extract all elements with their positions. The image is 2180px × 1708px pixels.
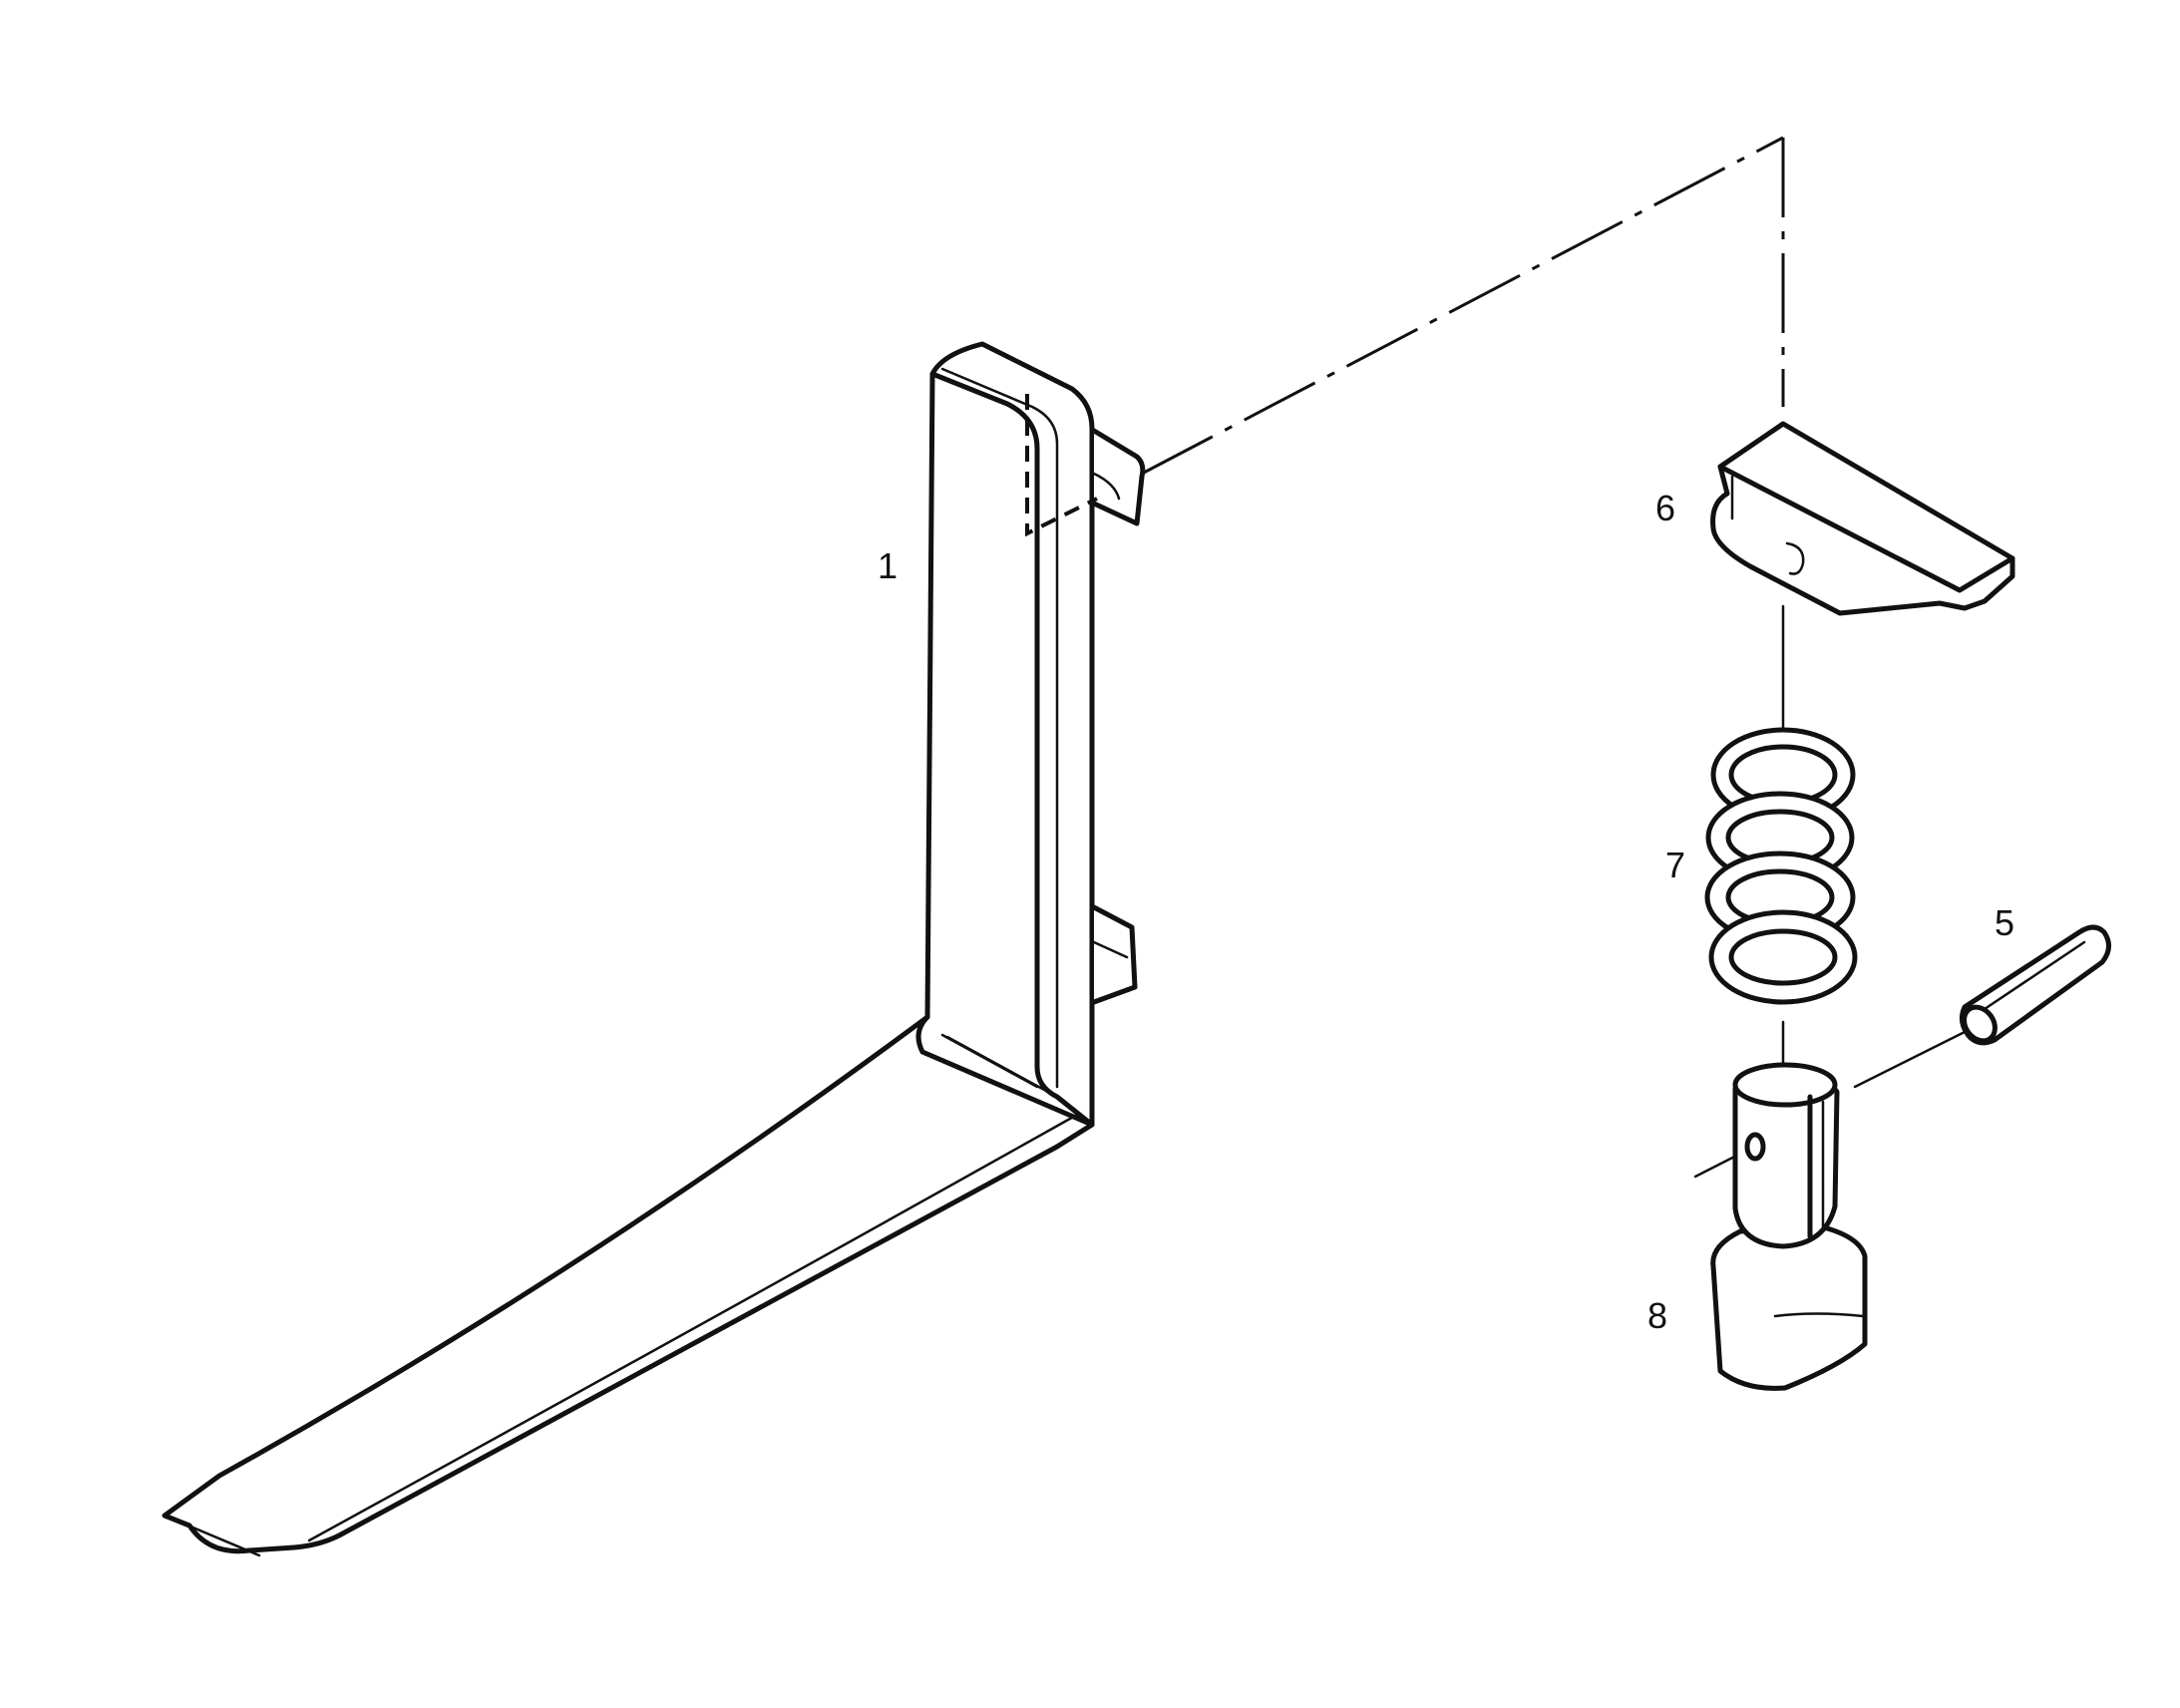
- fork-top-hook: [1091, 428, 1146, 526]
- lock-plate-top-edge: [1717, 464, 2015, 593]
- callout-lock-plate: 6: [1655, 488, 1675, 528]
- fork-blade-top-edge: [163, 1514, 261, 1557]
- plunger-side-hole: [1744, 1132, 1766, 1162]
- spring-coil-4: [1708, 909, 1858, 1005]
- lock-plate-body: [1710, 421, 2015, 616]
- callout-spring: 7: [1665, 845, 1685, 885]
- plunger-base: [1710, 1223, 1868, 1391]
- plunger-top-rim: [1732, 1062, 1838, 1108]
- plunger-part: 8: [1647, 1062, 1868, 1391]
- callout-plunger: 8: [1647, 1295, 1667, 1336]
- plunger-base-ring: [1773, 1312, 1865, 1318]
- fork-top-hook-notch: [1092, 472, 1121, 501]
- fork-bottom-hook-line: [1092, 940, 1129, 959]
- lock-plate-hole: [1785, 541, 1805, 575]
- fork-hidden-slot: [1025, 394, 1098, 537]
- fork-part: 1: [162, 341, 1146, 1557]
- callout-pin: 5: [1995, 902, 2014, 943]
- fork-shank-top-edge: [940, 367, 1059, 1089]
- fork-shank-front: [924, 371, 935, 1020]
- fork-bottom-hook: [1091, 904, 1138, 1005]
- assembly-line-pin-to-plunger: [1853, 1025, 1977, 1089]
- fork-blade: [162, 1014, 1095, 1554]
- pin-end-cap: [1962, 1004, 1998, 1044]
- spring-part: 7: [1665, 727, 1858, 1005]
- lock-plate-part: 6: [1655, 421, 2015, 616]
- pin-highlight: [1983, 940, 2086, 1011]
- fork-heel-line: [945, 1035, 1059, 1099]
- fork-shank: [929, 341, 1095, 1128]
- assembly-lines: [1141, 136, 1977, 1179]
- callout-fork: 1: [878, 545, 898, 586]
- pin-part: 5: [1959, 902, 2111, 1046]
- spring-coil-4-inner: [1728, 928, 1838, 986]
- fork-blade-face-line: [307, 1113, 1079, 1542]
- assembly-line-fork-to-top: [1141, 136, 1784, 476]
